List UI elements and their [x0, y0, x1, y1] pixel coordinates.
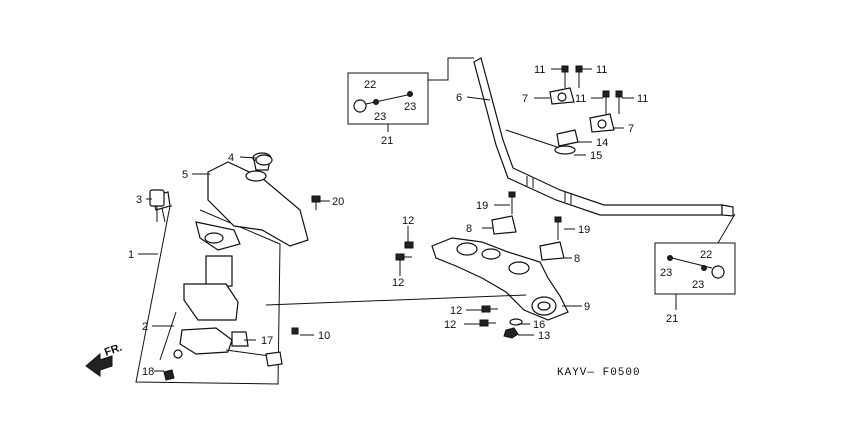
callout-19a: 19: [476, 200, 488, 212]
callout-11a: 11: [534, 64, 545, 76]
callout-1: 1: [128, 249, 134, 261]
washer-4: [255, 154, 273, 166]
upper-holder-right: [589, 113, 615, 133]
callout-11c: 11: [575, 93, 586, 105]
callout-6: 6: [456, 92, 462, 104]
switch-lower-part: [159, 311, 299, 381]
callout-22b: 22: [700, 249, 712, 261]
screw-20: [311, 195, 321, 210]
key-part: [149, 189, 165, 222]
leader-lines: [138, 68, 634, 372]
callout-12b: 12: [392, 277, 404, 289]
diagram-code: KAYV— F0500: [557, 367, 641, 379]
callout-11d: 11: [637, 93, 648, 105]
callout-13: 13: [538, 330, 550, 342]
callout-9: 9: [584, 301, 590, 313]
callout-20: 20: [332, 196, 344, 208]
front-label: FR.: [103, 341, 124, 358]
callout-3: 3: [136, 194, 142, 206]
inset-box-upper: [347, 57, 474, 132]
callout-12a: 12: [402, 215, 414, 227]
callout-8b: 8: [574, 253, 580, 265]
front-direction-arrow: FR.: [85, 341, 124, 377]
top-bridge-part: [431, 237, 569, 321]
callout-labels: 1 2 3 4 5 6 7 7 8 8 9 10 11 11 11 11 12 …: [128, 64, 712, 378]
callout-12d: 12: [444, 319, 456, 331]
cushion-rubber-14: [554, 129, 579, 155]
lower-holder-left: [491, 191, 517, 235]
callout-14: 14: [596, 137, 608, 149]
callout-2: 2: [142, 321, 148, 333]
callout-8a: 8: [466, 223, 472, 235]
lower-holder-right: [539, 216, 565, 261]
callout-7a: 7: [522, 93, 528, 105]
handlebar-part: [473, 57, 734, 217]
callout-22a: 22: [364, 79, 376, 91]
callout-15: 15: [590, 150, 602, 162]
callout-17: 17: [261, 335, 273, 347]
callout-23b: 23: [374, 111, 386, 123]
callout-5: 5: [182, 169, 188, 181]
callout-18: 18: [142, 366, 154, 378]
callout-4: 4: [228, 152, 234, 164]
callout-23d: 23: [692, 279, 704, 291]
callout-23c: 23: [660, 267, 672, 279]
callout-12c: 12: [450, 305, 462, 317]
callout-19b: 19: [578, 224, 590, 236]
callout-21a: 21: [381, 135, 393, 147]
callout-11b: 11: [596, 64, 607, 76]
switch-to-bridge-leader: [265, 294, 527, 306]
callout-21b: 21: [666, 313, 678, 325]
holder-bolts: [561, 65, 623, 114]
callout-23a: 23: [404, 101, 416, 113]
callout-16: 16: [533, 319, 545, 331]
callout-10: 10: [318, 330, 330, 342]
callout-7b: 7: [628, 123, 634, 135]
inset-box-lower: [654, 213, 736, 310]
upper-holder-left: [549, 87, 575, 105]
small-bolts-12: [395, 241, 498, 327]
